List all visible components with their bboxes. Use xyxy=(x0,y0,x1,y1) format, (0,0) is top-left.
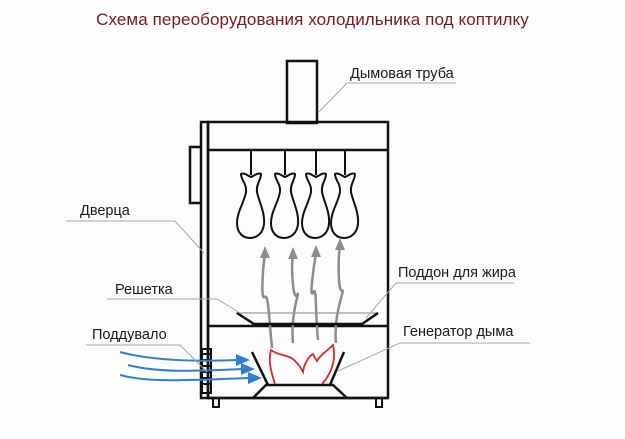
smoke-arrowhead xyxy=(335,238,345,250)
hanging-meat-group xyxy=(235,172,360,240)
leader-blower xyxy=(86,344,208,373)
door-panel xyxy=(199,120,210,400)
label-smoke-generator: Генератор дыма xyxy=(403,324,514,340)
hanging-meat xyxy=(300,172,331,240)
tray-outline xyxy=(236,311,379,326)
air-flow-arrow xyxy=(119,351,239,362)
smoke-streams xyxy=(260,238,345,349)
leader-grate xyxy=(107,298,241,314)
label-grate: Решетка xyxy=(115,282,173,298)
foot-left xyxy=(212,397,220,408)
door-handle xyxy=(188,145,201,205)
smoke-stream xyxy=(334,245,345,344)
air-flow-arrowhead xyxy=(241,363,255,375)
leader-door xyxy=(66,220,205,254)
flame xyxy=(268,343,335,385)
label-blower: Поддувало xyxy=(92,327,167,343)
leader-chimney xyxy=(318,82,456,113)
hanging-meat xyxy=(235,172,266,240)
leader-lines xyxy=(66,82,530,373)
smoke-arrowhead xyxy=(288,247,298,259)
smoke-arrowhead xyxy=(260,246,270,258)
label-door: Дверца xyxy=(80,203,130,219)
smoke-stream xyxy=(290,254,300,344)
smoke-stream xyxy=(310,252,320,341)
foot-right xyxy=(375,397,383,408)
air-flow-arrows xyxy=(119,351,262,384)
leader-smoke-generator xyxy=(337,342,530,372)
smoke-stream xyxy=(261,253,274,349)
smoke-generator xyxy=(208,351,388,400)
label-fat-tray: Поддон для жира xyxy=(398,265,516,281)
smoke-arrowhead xyxy=(311,245,321,257)
hooks xyxy=(250,150,346,175)
label-chimney: Дымовая труба xyxy=(350,66,454,82)
leader-fat-tray xyxy=(365,282,514,319)
diagram-title: Схема переоборудования холодильника под … xyxy=(96,10,529,29)
cabinet-body xyxy=(206,120,390,400)
hanging-meat xyxy=(269,172,300,240)
air-flow-arrowhead xyxy=(236,354,250,366)
fat-tray xyxy=(236,311,379,326)
air-flow-arrowhead xyxy=(248,372,262,384)
air-flow-arrow xyxy=(119,374,251,382)
chimney xyxy=(285,59,319,125)
cabinet xyxy=(188,120,390,400)
hanging-meat xyxy=(329,172,360,240)
air-flow-arrow xyxy=(127,364,244,372)
